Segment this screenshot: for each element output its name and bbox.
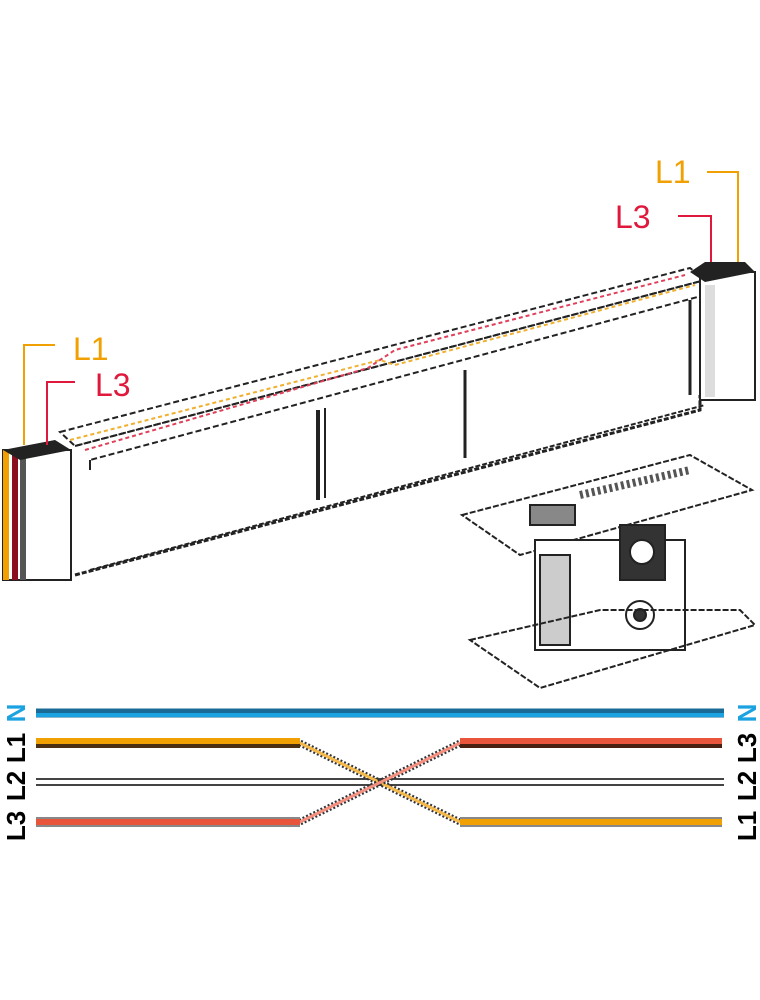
callout-left-l3: L3 [95,367,131,403]
plug-in-unit [459,453,757,690]
left-label-l1: L1 [1,733,31,763]
right-label-l1: L1 [732,811,760,841]
callout-right-l1: L1 [655,154,691,190]
phase-l3-path [84,274,686,451]
left-label-l3: L3 [1,811,31,841]
right-label-l3: L3 [732,733,760,763]
right-label-n: N [732,704,760,723]
left-end-cap [2,440,72,581]
phase-l1-path [69,284,696,441]
right-end-cap [690,262,756,401]
left-label-n: N [1,704,31,723]
left-label-l2: L2 [1,771,31,801]
wire-l1 [36,738,722,827]
callout-right-l3: L3 [615,199,651,235]
right-label-l2: L2 [732,771,760,801]
wiring-schematic [36,708,724,827]
wire-l3 [36,738,722,827]
callout-leaders [23,171,739,445]
callout-left-l1: L1 [73,331,109,367]
